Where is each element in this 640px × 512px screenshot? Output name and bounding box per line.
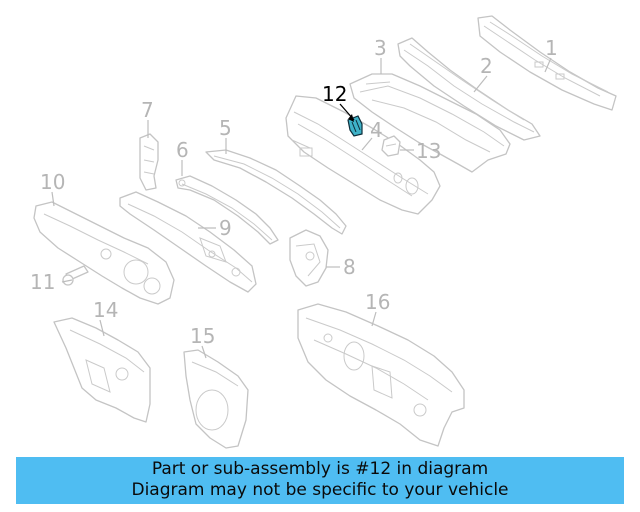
part-4-plenum-panel <box>285 95 441 215</box>
callout-numbers: 1 2 3 4 5 6 7 8 9 10 11 12 13 14 15 16 <box>30 36 558 348</box>
part-11-bolt <box>62 265 89 286</box>
callout-1: 1 <box>545 36 558 60</box>
part-5-cross-member <box>205 149 347 235</box>
part-16-dash-panel <box>297 303 465 447</box>
part-6-reinforcement <box>175 175 279 245</box>
info-banner: Part or sub-assembly is #12 in diagram D… <box>16 457 624 504</box>
part-9-lower-bracket <box>119 191 257 293</box>
leader-4 <box>361 137 373 151</box>
part-14-insulator <box>53 317 151 423</box>
callout-4: 4 <box>370 118 383 142</box>
callout-13: 13 <box>416 139 441 163</box>
part-3-cowl-top <box>349 73 511 173</box>
leader-15 <box>201 345 207 359</box>
callout-7: 7 <box>141 98 154 122</box>
leader-11 <box>61 279 73 283</box>
leader-16 <box>371 311 377 327</box>
part-1-cowl-top-panel <box>477 15 617 111</box>
part-8-bracket <box>289 229 329 287</box>
banner-line-1: Part or sub-assembly is #12 in diagram <box>151 459 489 479</box>
callout-2: 2 <box>480 54 493 78</box>
leader-2 <box>473 75 488 93</box>
leader-10 <box>51 191 55 207</box>
callout-11: 11 <box>30 270 55 294</box>
leader-lines <box>51 57 552 359</box>
part-15-insulator <box>183 349 249 449</box>
part-13-clip <box>381 135 401 157</box>
part-10-dash-side-panel <box>33 201 175 305</box>
part-7-bracket <box>139 133 159 191</box>
callout-8: 8 <box>343 255 356 279</box>
leader-12-arrow <box>348 114 354 122</box>
part-12-bracket-highlighted <box>347 115 363 137</box>
part-2-cowl-panel <box>397 37 541 141</box>
callout-6: 6 <box>176 138 189 162</box>
leader-14 <box>99 319 105 337</box>
callout-5: 5 <box>219 116 232 140</box>
leader-1 <box>544 57 552 73</box>
callout-15: 15 <box>190 324 215 348</box>
callout-9: 9 <box>219 216 232 240</box>
banner-line-2: Diagram may not be specific to your vehi… <box>131 480 509 500</box>
parts-diagram: 1 2 3 4 5 6 7 8 9 10 11 12 13 14 15 16 <box>30 15 617 449</box>
callout-16: 16 <box>365 290 390 314</box>
callout-3: 3 <box>374 36 387 60</box>
callout-10: 10 <box>40 170 65 194</box>
callout-12: 12 <box>322 82 347 106</box>
callout-14: 14 <box>93 298 118 322</box>
